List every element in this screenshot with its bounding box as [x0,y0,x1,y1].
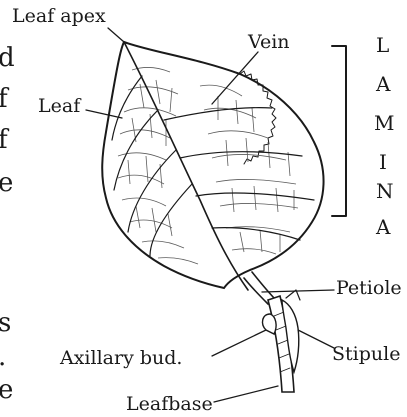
label-petiole: Petiole [336,277,402,299]
left-margin-text: d f f e s . e [0,43,15,405]
label-leafbase: Leafbase [126,393,213,415]
margin-fragment: e [0,375,13,405]
margin-fragment: f [0,84,10,114]
margin-fragment: f [0,125,10,155]
petiole-pointer [262,290,334,292]
stipule-pointer [298,330,334,348]
margin-fragment: d [0,43,15,73]
lamina-letter: A [375,72,391,96]
lamina-bracket [332,46,346,216]
leafbase-pointer [214,386,278,402]
label-axillary-bud: Axillary bud. [59,347,182,369]
label-stipule: Stipule [332,343,400,365]
axillary-bud-pointer [212,330,266,356]
lamina-letter: A [375,215,391,239]
lamina-letter: M [374,111,394,135]
margin-fragment: s [0,308,11,338]
lamina-letter: L [376,33,389,57]
margin-fragment: e [0,168,13,198]
lamina-letter: I [379,150,387,174]
label-vein: Vein [247,31,290,53]
lamina-label: L A M I N A [374,33,394,239]
petiole-and-stem [244,272,300,392]
lamina [102,42,323,290]
leaf-apex-pointer [108,28,124,42]
lamina-letter: N [376,179,394,203]
leaf-blade-outline [102,42,323,288]
margin-fragment: . [0,342,6,372]
label-leaf: Leaf [38,95,82,117]
label-leaf-apex: Leaf apex [12,5,106,27]
